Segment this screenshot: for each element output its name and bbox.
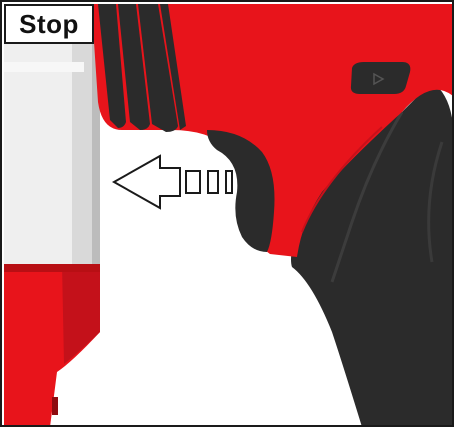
arrow-left-icon [114,156,180,208]
release-button-icon [351,62,410,94]
stop-label-text: Stop [19,9,79,40]
stop-label: Stop [4,4,94,44]
gray-housing [4,42,100,267]
red-lower-housing [4,264,100,427]
motion-bars-icon [186,171,232,193]
